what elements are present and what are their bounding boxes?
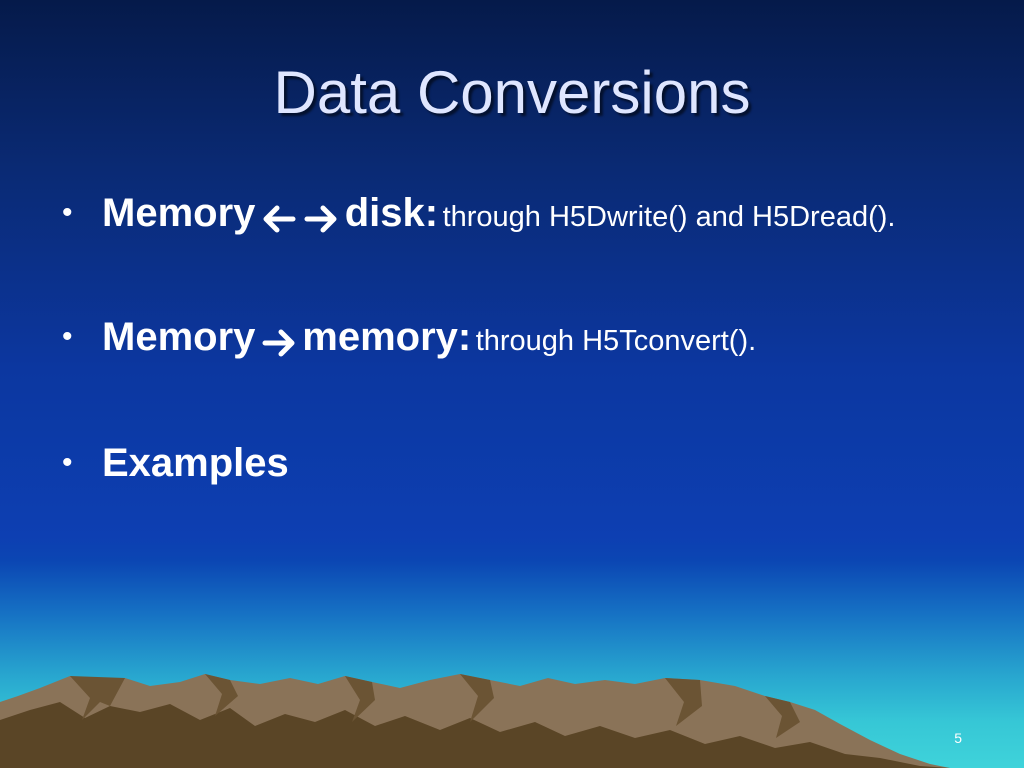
bullet-lead-disk: disk: [344, 191, 439, 235]
mountain-range-illustration [0, 674, 950, 768]
slide-page-number: 5 [954, 730, 962, 746]
bullet-text: Memory disk: through H5Dwrite() and H5Dr… [102, 186, 936, 240]
bullet-lead-memory: Memory [102, 191, 256, 235]
right-arrow-icon [262, 328, 296, 363]
bullet-marker: • [62, 196, 73, 229]
right-arrow-icon [304, 204, 338, 239]
bullet-detail: through H5Dwrite() and H5Dread(). [442, 201, 896, 233]
bullet-item-examples[interactable]: • Examples [56, 436, 936, 490]
bullet-lead-memory-target: memory: [302, 315, 472, 359]
bullet-text: Examples [102, 436, 936, 490]
bullet-lead-memory: Memory [102, 315, 256, 359]
slide-title: Data Conversions [273, 59, 751, 126]
left-arrow-icon [262, 204, 296, 239]
bullet-marker: • [62, 446, 73, 479]
bullet-detail: through H5Tconvert(). [475, 325, 757, 357]
bullet-text: Memory memory: through H5Tconvert(). [102, 310, 936, 366]
bullet-item-memory-disk: • Memory disk: through H5Dwrite() and H5… [56, 186, 936, 240]
bullet-lead-examples[interactable]: Examples [102, 441, 289, 485]
bullet-marker: • [62, 320, 73, 353]
bullet-item-memory-memory: • Memory memory: through H5Tconvert(). [56, 310, 936, 366]
bullet-list: • Memory disk: through H5Dwrite() and H5… [56, 186, 936, 490]
